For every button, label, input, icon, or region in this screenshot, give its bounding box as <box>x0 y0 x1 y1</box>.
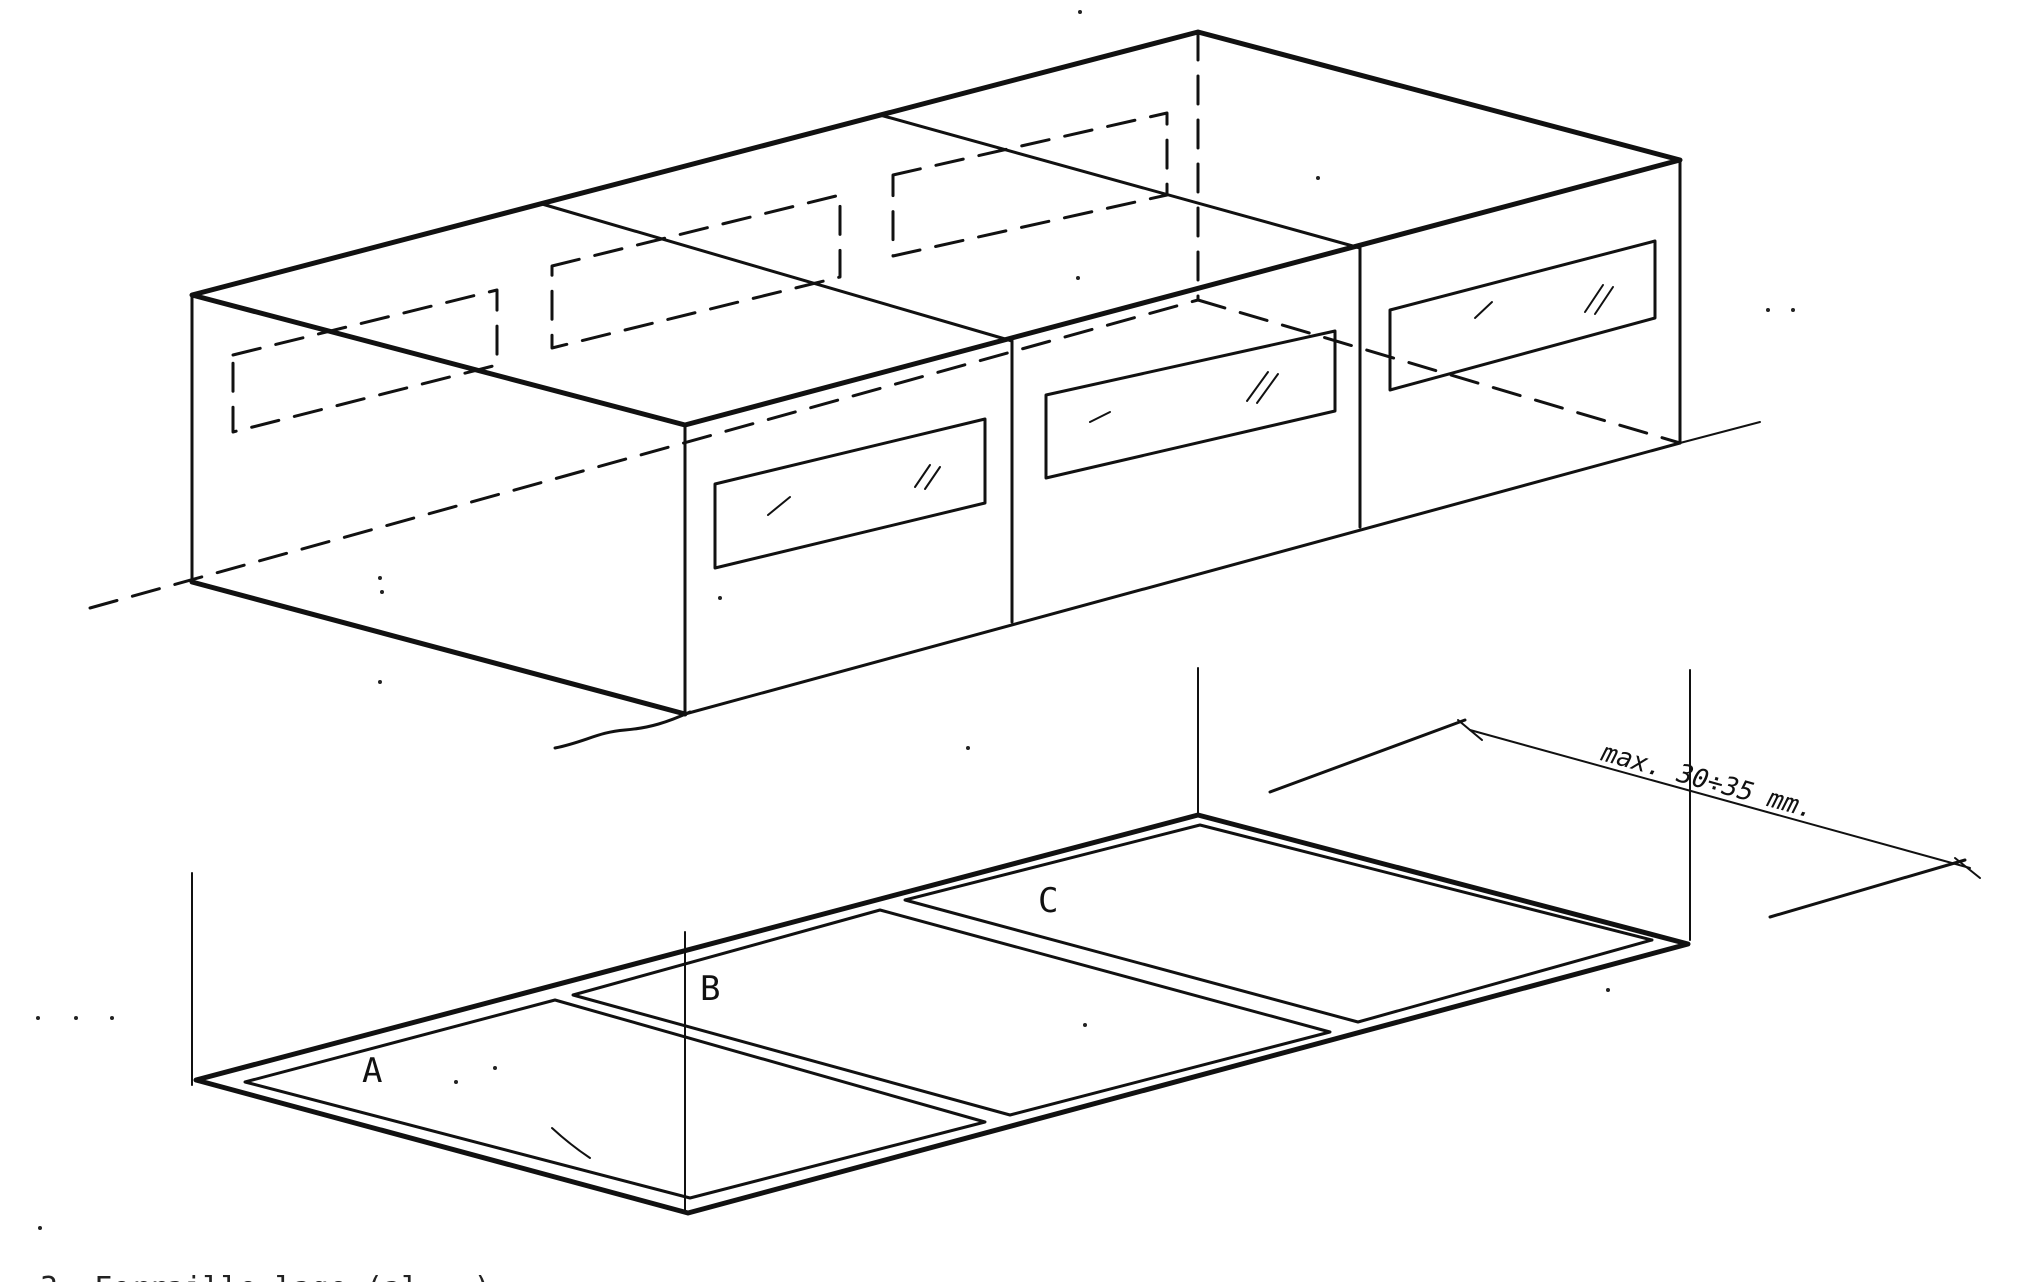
box-left-bottom <box>189 579 688 717</box>
glass-mark <box>1089 411 1111 423</box>
glass-mark <box>914 464 931 488</box>
dimension-tick-2 <box>1954 857 1981 879</box>
glass-mark <box>924 466 941 490</box>
pen-mark <box>551 1127 591 1159</box>
hidden-back-windows <box>231 111 1169 434</box>
front-window-3 <box>1388 239 1657 392</box>
dimension-ext-line-1 <box>1268 718 1467 794</box>
tray-compartment-a <box>243 998 987 1200</box>
dimension-tick-1 <box>1457 719 1483 741</box>
glass-mark <box>1594 286 1614 315</box>
figure-caption: 3. Ferraille lage (al...) <box>40 1271 492 1282</box>
lower-tray: A B C <box>191 667 1691 1216</box>
glass-mark <box>1474 301 1493 319</box>
glass-mark <box>1584 284 1604 313</box>
hidden-back-bottom-edge <box>88 298 1200 610</box>
break-line <box>553 710 692 750</box>
glass-mark <box>1256 373 1279 404</box>
tray-compartment-b <box>571 908 1332 1117</box>
dimension-ext-line-2 <box>1768 858 1967 919</box>
dimension-line <box>1469 729 1971 869</box>
scan-dots <box>36 10 1795 1230</box>
label-a: A <box>362 1051 382 1091</box>
upper-box <box>88 29 1761 750</box>
front-window-2 <box>1044 329 1337 480</box>
box-top-face <box>189 29 1683 428</box>
front-windows <box>713 239 1657 570</box>
dimension-annotation: max. 30÷35 mm. <box>1268 718 1981 919</box>
dimension-text: max. 30÷35 mm. <box>1597 738 1817 825</box>
glass-mark <box>1246 371 1269 402</box>
front-window-1 <box>713 417 987 570</box>
box-front-bottom <box>683 441 1682 716</box>
top-divider-right <box>878 113 1362 250</box>
tray-outer-frame <box>193 812 1691 1216</box>
hidden-right-bottom-edge <box>1196 298 1682 445</box>
top-divider-left <box>540 202 1014 343</box>
hidden-window-1 <box>231 288 499 434</box>
label-c: C <box>1038 881 1058 921</box>
axis-extension-right <box>1679 421 1761 444</box>
hidden-window-3 <box>891 111 1169 258</box>
glass-mark <box>767 496 791 516</box>
tray-compartment-c <box>903 823 1654 1024</box>
label-b: B <box>700 969 720 1009</box>
hidden-window-2 <box>550 193 842 350</box>
